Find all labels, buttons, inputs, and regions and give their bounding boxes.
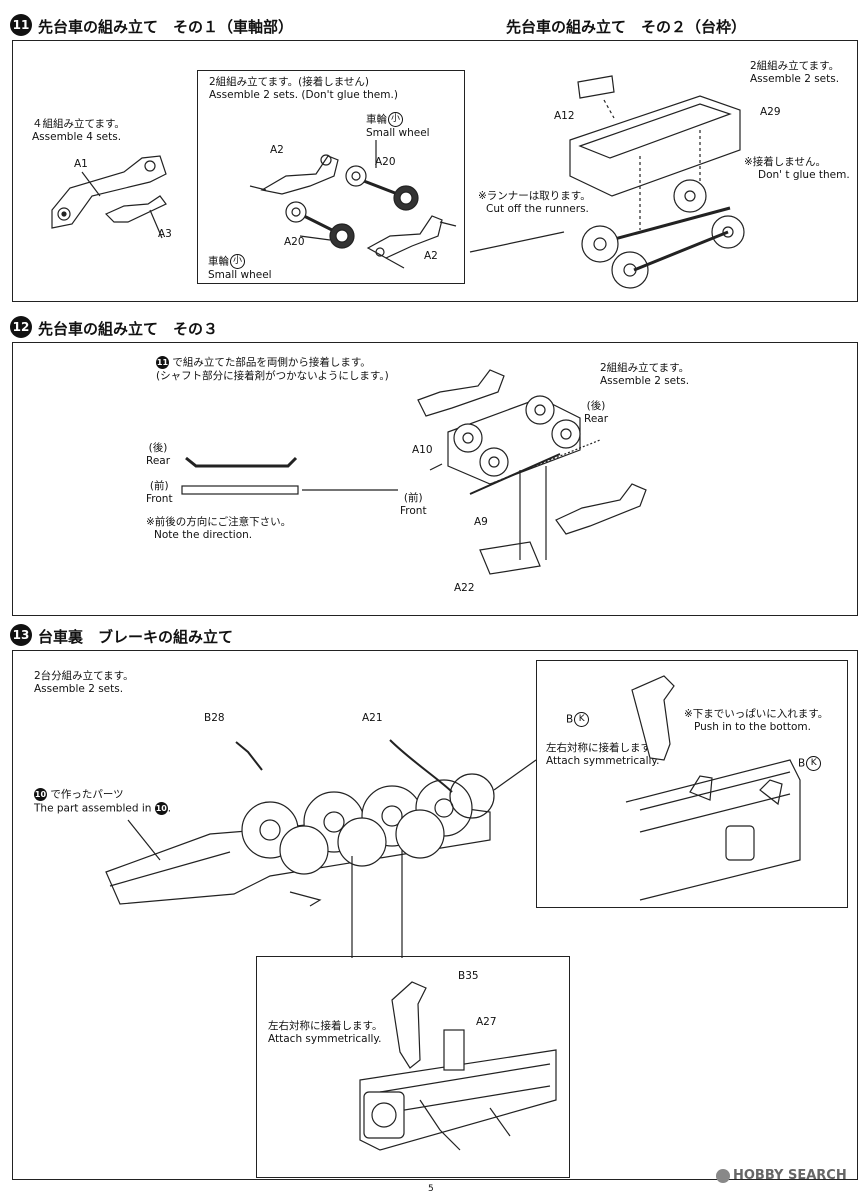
watermark: HOBBY SEARCH <box>716 1168 847 1183</box>
s12-assemble-note: 2組組み立てます。Assemble 2 sets. <box>600 362 690 387</box>
s13-right-inset-illustration <box>625 675 801 901</box>
label-b35: B35 <box>458 970 479 982</box>
s12-rear-label: (後)Rear <box>146 442 171 467</box>
step-13-frame <box>12 650 858 1180</box>
label-a9: A9 <box>474 516 488 528</box>
s12-bar-parts <box>181 456 398 495</box>
step-12-badge: 12 <box>10 316 32 338</box>
page-number: 5 <box>428 1184 434 1194</box>
label-a20-bottom: A20 <box>284 236 305 248</box>
label-a21: A21 <box>362 712 383 724</box>
label-a12: A12 <box>554 110 575 122</box>
s13-sym2-note: 左右対称に接着します。Attach symmetrically. <box>268 1020 383 1045</box>
a1-a3-bracket-illustration <box>51 155 167 239</box>
s11-left-note: ４組組み立てます。Assemble 4 sets. <box>32 118 125 143</box>
step-13-title: 台車裏 ブレーキの組み立て <box>38 628 234 646</box>
small-wheel-label-top: 車輪小 Small wheel <box>366 112 430 139</box>
step-12-frame <box>12 342 858 616</box>
s11-runner-note: ※ランナーは取ります。Cut off the runners. <box>478 190 591 215</box>
s12-front2-label: (前)Front <box>400 492 427 517</box>
label-a20-top: A20 <box>375 156 396 168</box>
step-13-badge: 13 <box>10 624 32 646</box>
s12-direction-note: ※前後の方向にご注意下さい。Note the direction. <box>146 516 292 541</box>
step-11-title: 先台車の組み立て その１（車軸部） <box>38 18 294 36</box>
small-wheel-label-bottom: 車輪小 Small wheel <box>208 254 272 281</box>
label-b28: B28 <box>204 712 225 724</box>
label-a27: A27 <box>476 1016 497 1028</box>
s11-inset-note: 2組組み立てます。(接着しません)Assemble 2 sets. (Don't… <box>209 76 398 101</box>
step-11-title-right: 先台車の組み立て その２（台枠） <box>506 18 747 36</box>
s11-inset-frame <box>197 70 465 284</box>
label-a10: A10 <box>412 444 433 456</box>
s13-inset-bottom <box>256 956 570 1178</box>
label-a2-top: A2 <box>270 144 284 156</box>
s13-push-note: ※下までいっぱいに入れます。Push in to the bottom. <box>684 708 829 733</box>
label-a2-bottom: A2 <box>424 250 438 262</box>
s13-inset-right <box>536 660 848 908</box>
step-11-frame <box>12 40 858 302</box>
s13-bottom-inset-illustration <box>359 981 557 1151</box>
s12-rear2-label: (後)Rear <box>584 400 609 425</box>
label-a29: A29 <box>760 106 781 118</box>
s13-part-note: 10 で作ったパーツ The part assembled in 10. <box>34 788 172 815</box>
s11-bogie-frame-illustration <box>469 75 745 289</box>
s12-instruction: 11 で組み立てた部品を両側から接着します。 (シャフト部分に接着剤がつかないよ… <box>156 356 389 382</box>
s13-sym-note: 左右対称に接着します。Attach symmetrically. <box>546 742 661 767</box>
s12-front-label: (前)Front <box>146 480 173 505</box>
label-a22: A22 <box>454 582 475 594</box>
s13-chassis-illustration <box>105 739 537 958</box>
s11-noglue-note: ※接着しません。Don' t glue them. <box>744 156 850 181</box>
step-11-badge: 11 <box>10 14 32 36</box>
s12-bogie-assembly-illustration <box>417 369 647 575</box>
step-12-title: 先台車の組み立て その３ <box>38 320 219 338</box>
s11-right-note: 2組組み立てます。Assemble 2 sets. <box>750 60 840 85</box>
s11-wheelset-illustration <box>249 140 457 269</box>
s13-assemble-note: 2台分組み立てます。Assemble 2 sets. <box>34 670 134 695</box>
label-a1: A1 <box>74 158 88 170</box>
